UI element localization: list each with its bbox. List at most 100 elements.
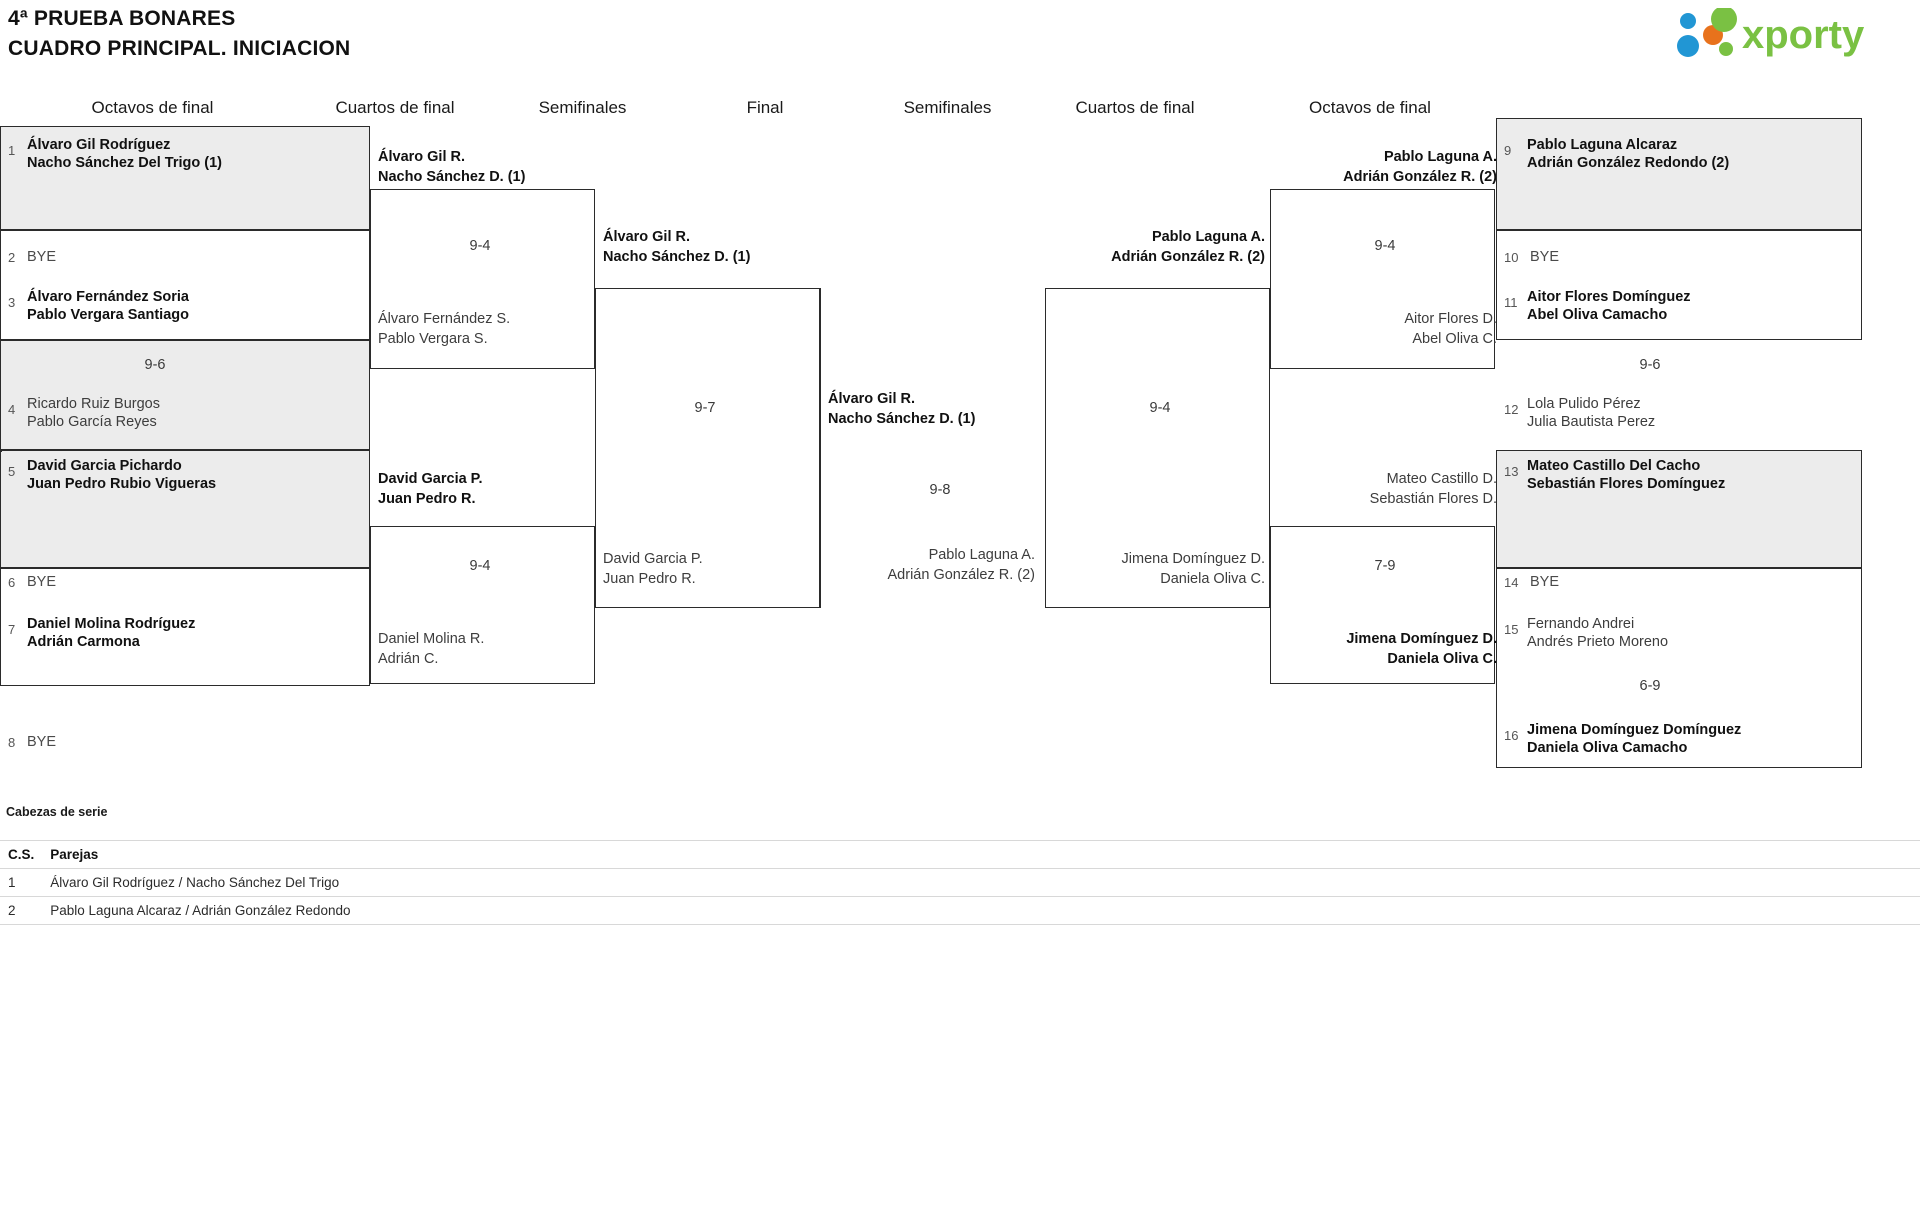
seeds-col-parejas: Parejas (42, 840, 1920, 869)
round-heading-left-sf: Semifinales (538, 98, 627, 117)
team-name-10a: BYE (1530, 249, 1560, 265)
team-name-9a: Pablo Laguna Alcaraz (1527, 137, 1678, 153)
table-row[interactable]: 2 Pablo Laguna Alcaraz / Adrián González… (0, 896, 1920, 925)
final-winner-b: Nacho Sánchez D. (1) (828, 411, 976, 427)
seed-number-7: 7 (8, 622, 16, 637)
seed-number-4: 4 (8, 402, 16, 417)
team-name-8a: BYE (27, 734, 57, 750)
team-name-3a: Álvaro Fernández Soria (27, 289, 189, 305)
team-right-sf-2a: Jimena Domínguez D. (1121, 551, 1265, 567)
team-name-9b: Adrián González Redondo (2) (1527, 155, 1730, 171)
seed-number-9: 9 (1504, 143, 1512, 158)
seed-number-16: 16 (1504, 728, 1519, 743)
team-right-qf-2a: Aitor Flores D. (1404, 311, 1497, 327)
team-left-qf-2b: Pablo Vergara S. (378, 331, 488, 347)
team-right-qf-3a: Mateo Castillo D. (1386, 471, 1497, 487)
team-left-qf-2a: Álvaro Fernández S. (378, 311, 511, 327)
match-box-left-qf-1[interactable] (370, 189, 595, 369)
team-name-16b: Daniela Oliva Camacho (1527, 740, 1688, 756)
team-name-12b: Julia Bautista Perez (1527, 414, 1656, 430)
match-box-left-r16-3[interactable] (0, 340, 370, 450)
score-left-qf-1: 9-4 (469, 238, 491, 254)
final-runnerup-a: Pablo Laguna A. (928, 547, 1035, 563)
score-right-qf-2: 7-9 (1374, 558, 1396, 574)
seed-number-11: 11 (1504, 295, 1518, 310)
match-box-left-sf[interactable] (595, 288, 820, 608)
score-right-r16-match2: 9-6 (1639, 357, 1661, 373)
team-name-12a: Lola Pulido Pérez (1527, 396, 1641, 412)
team-right-qf-3b: Sebastián Flores D. (1369, 491, 1497, 507)
team-name-3b: Pablo Vergara Santiago (27, 307, 189, 323)
score-left-qf-2: 9-4 (469, 558, 491, 574)
spacer-a (0, 450, 2, 452)
match-box-left-r16-1[interactable] (0, 126, 370, 230)
team-name-2a: BYE (27, 249, 57, 265)
seed-number-8: 8 (8, 735, 16, 750)
seeds-table: C.S. Parejas 1 Álvaro Gil Rodríguez / Na… (0, 840, 1920, 925)
team-name-5a: David Garcia Pichardo (27, 458, 182, 474)
team-left-sf-1a: Álvaro Gil R. (603, 229, 691, 245)
team-name-14a: BYE (1530, 574, 1560, 590)
team-left-qf-4b: Adrián C. (378, 651, 439, 667)
title-line-2: CUADRO PRINCIPAL. INICIACION (8, 37, 351, 60)
seed-number-5: 5 (8, 464, 16, 479)
team-name-7a: Daniel Molina Rodríguez (27, 616, 196, 632)
match-box-left-qf-2[interactable] (370, 526, 595, 684)
team-left-qf-3b: Juan Pedro R. (378, 491, 476, 507)
final-winner-a: Álvaro Gil R. (828, 391, 916, 407)
table-row[interactable]: 1 Álvaro Gil Rodríguez / Nacho Sánchez D… (0, 868, 1920, 897)
title-line-1: 4ª PRUEBA BONARES (8, 7, 236, 30)
team-name-7b: Adrián Carmona (27, 634, 140, 650)
match-box-left-r16-6[interactable] (0, 568, 370, 686)
team-right-qf-1a: Pablo Laguna A. (1383, 149, 1497, 165)
final-divider (820, 288, 821, 608)
seed-number-10: 10 (1504, 250, 1519, 265)
seed-number-12: 12 (1504, 402, 1519, 417)
seed-cs-2: 2 (0, 896, 43, 925)
team-right-qf-2b: Abel Oliva C. (1412, 331, 1497, 347)
match-box-right-r16-3[interactable] (1496, 450, 1862, 568)
round-heading-right-qf: Cuartos de final (1075, 98, 1195, 117)
score-right-qf-1: 9-4 (1374, 238, 1396, 254)
match-box-right-sf[interactable] (1045, 288, 1270, 608)
seeds-title: Cabezas de serie (6, 805, 108, 819)
team-right-sf-2b: Daniela Oliva C. (1160, 571, 1265, 587)
team-name-6a: BYE (27, 574, 57, 590)
team-left-qf-1b: Nacho Sánchez D. (1) (378, 169, 526, 185)
team-left-sf-2a: David Garcia P. (603, 551, 703, 567)
team-left-sf-2b: Juan Pedro R. (603, 571, 696, 587)
seed-pair-1: Álvaro Gil Rodríguez / Nacho Sánchez Del… (42, 868, 1920, 897)
team-right-qf-4a: Jimena Domínguez D. (1346, 631, 1497, 647)
match-box-right-r16-4[interactable] (1496, 568, 1862, 768)
match-box-right-r16-2[interactable] (1496, 230, 1862, 340)
team-name-1a: Álvaro Gil Rodríguez (27, 137, 171, 153)
team-name-13a: Mateo Castillo Del Cacho (1527, 458, 1701, 474)
seed-number-15: 15 (1504, 622, 1519, 637)
logo-wordmark: xporty (1742, 13, 1865, 57)
match-box-right-qf-1[interactable] (1270, 189, 1495, 369)
match-box-right-qf-2[interactable] (1270, 526, 1495, 684)
team-right-qf-4b: Daniela Oliva C. (1387, 651, 1497, 667)
round-heading-right-sf: Semifinales (903, 98, 992, 117)
team-right-qf-1b: Adrián González R. (2) (1343, 169, 1497, 185)
team-right-sf-1b: Adrián González R. (2) (1111, 249, 1265, 265)
seed-number-13: 13 (1504, 464, 1519, 479)
team-name-5b: Juan Pedro Rubio Vigueras (27, 476, 217, 492)
team-name-15b: Andrés Prieto Moreno (1527, 634, 1669, 650)
seeds-header-row: C.S. Parejas (0, 840, 1920, 869)
round-heading-right-r16: Octavos de final (1309, 98, 1431, 117)
match-box-right-r16-1[interactable] (1496, 118, 1862, 230)
round-heading-final: Final (746, 98, 784, 117)
seed-number-1: 1 (8, 143, 16, 158)
team-left-sf-1b: Nacho Sánchez D. (1) (603, 249, 751, 265)
match-box-left-r16-2[interactable] (0, 230, 370, 340)
match-box-left-r16-5[interactable] (0, 450, 370, 568)
seed-cs-1: 1 (0, 868, 43, 897)
score-left-r16-match2: 9-6 (144, 357, 166, 373)
seed-pair-2: Pablo Laguna Alcaraz / Adrián González R… (42, 896, 1920, 925)
score-right-sf: 9-4 (1149, 400, 1171, 416)
score-final: 9-8 (929, 482, 951, 498)
team-name-4b: Pablo García Reyes (27, 414, 157, 430)
seed-number-6: 6 (8, 575, 16, 590)
